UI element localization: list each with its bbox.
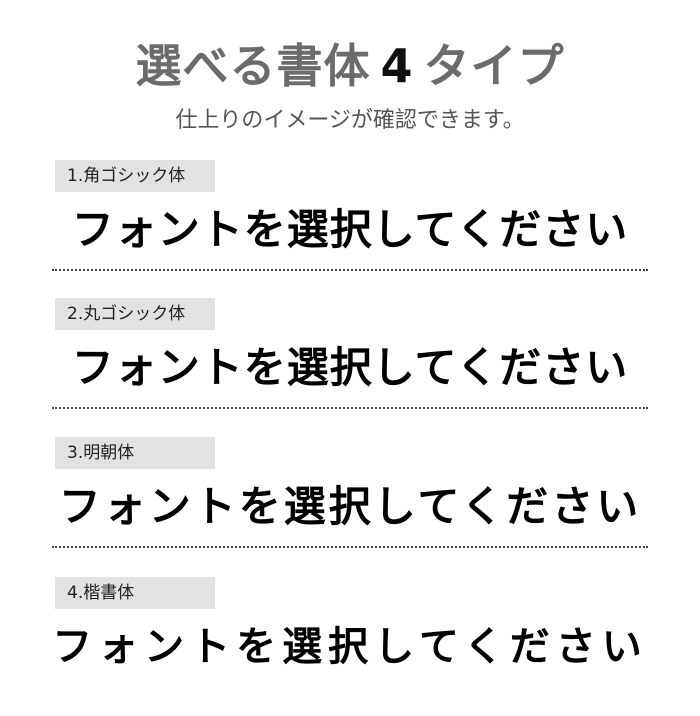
font-sample-text: フォントを選択してください	[52, 623, 648, 670]
dotted-divider	[52, 546, 648, 548]
font-label: 1.角ゴシック体	[55, 160, 215, 192]
font-label: 2.丸ゴシック体	[55, 298, 215, 330]
font-label: 4.楷書体	[55, 577, 215, 609]
font-sample-text: フォントを選択してください	[71, 205, 629, 254]
font-section-maru-gothic: 2.丸ゴシック体 フォントを選択してください	[0, 298, 700, 437]
font-section-kaku-gothic: 1.角ゴシック体 フォントを選択してください	[0, 160, 700, 299]
font-section-kaisho: 4.楷書体 フォントを選択してください	[0, 577, 700, 716]
title-prefix: 選べる書体	[135, 39, 371, 93]
font-label: 3.明朝体	[55, 437, 215, 469]
page-subtitle: 仕上りのイメージが確認できます。	[175, 108, 525, 133]
title-suffix: タイプ	[423, 39, 565, 93]
font-sample-text: フォントを選択してください	[71, 343, 629, 392]
dotted-divider	[52, 269, 648, 271]
dotted-divider	[52, 407, 648, 409]
font-section-mincho: 3.明朝体 フォントを選択してください	[0, 437, 700, 576]
font-sample-text: フォントを選択してください	[58, 482, 642, 531]
title-number: 4	[380, 39, 414, 93]
